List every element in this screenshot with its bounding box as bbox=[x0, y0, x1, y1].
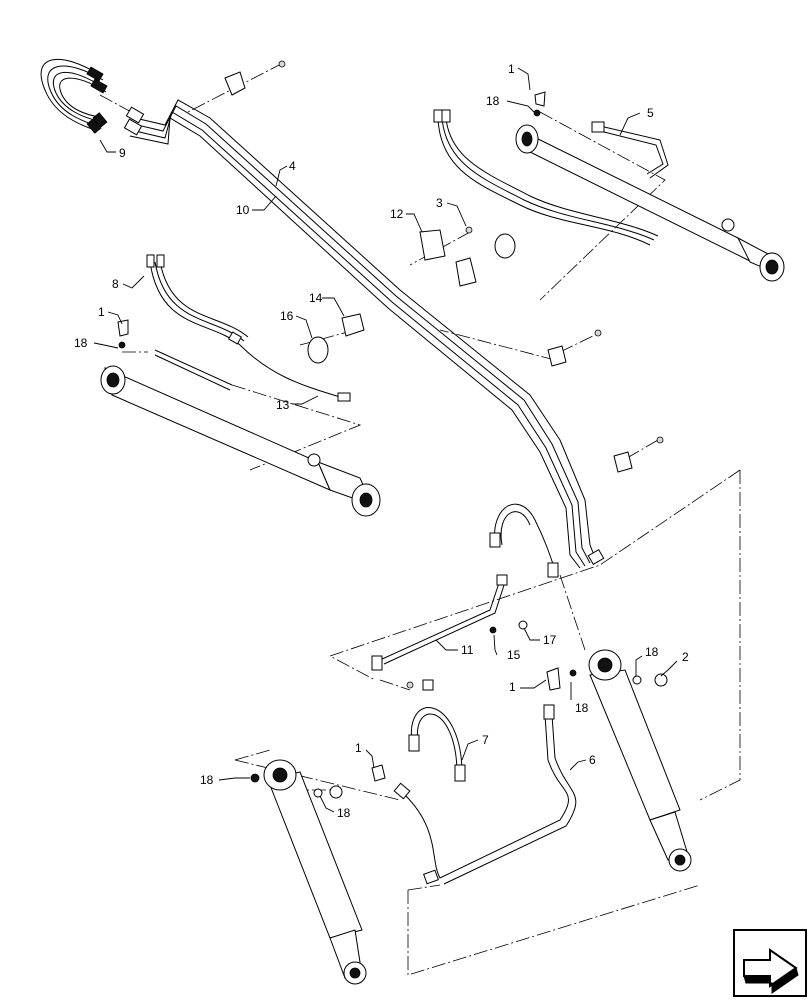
tube-clips bbox=[224, 60, 664, 473]
cylinder-lower-left bbox=[250, 759, 386, 985]
callout-18b: 18 bbox=[74, 336, 88, 350]
hose-pair-9 bbox=[40, 59, 108, 134]
clamp-12 bbox=[419, 226, 516, 287]
callout-18c: 18 bbox=[645, 645, 659, 659]
callout-16: 16 bbox=[280, 309, 294, 323]
callout-1c: 1 bbox=[509, 680, 516, 694]
callout-18e: 18 bbox=[200, 773, 214, 787]
callout-2: 2 bbox=[682, 650, 689, 664]
callout-5: 5 bbox=[647, 106, 654, 120]
hoses-8-13 bbox=[146, 254, 351, 402]
callout-8: 8 bbox=[112, 277, 119, 291]
callout-labels: 1 18 5 9 4 10 12 3 8 14 16 1 18 13 11 15… bbox=[74, 62, 689, 820]
callout-11: 11 bbox=[461, 643, 474, 657]
callout-1b: 1 bbox=[98, 305, 105, 319]
steel-tube-4-10 bbox=[123, 99, 605, 569]
cylinder-top-right bbox=[515, 91, 785, 282]
callout-18f: 18 bbox=[337, 806, 351, 820]
callout-3: 3 bbox=[436, 196, 443, 210]
next-page-arrow-icon[interactable] bbox=[733, 929, 807, 997]
callout-18a: 18 bbox=[486, 94, 500, 108]
hoses-top-right bbox=[433, 109, 659, 246]
assembly-lines bbox=[99, 62, 741, 976]
clamp-16-clip-14 bbox=[307, 313, 365, 364]
tube-5 bbox=[591, 121, 669, 179]
cylinder-lower-right bbox=[588, 649, 692, 872]
callout-18d: 18 bbox=[575, 701, 589, 715]
callout-9: 9 bbox=[119, 146, 126, 160]
callout-17: 17 bbox=[543, 633, 557, 647]
cylinder-mid-left bbox=[100, 319, 381, 517]
hose-6 bbox=[393, 667, 577, 885]
callout-12: 12 bbox=[390, 207, 404, 221]
callout-4: 4 bbox=[289, 159, 296, 173]
callout-15: 15 bbox=[507, 648, 521, 662]
leader-lines bbox=[93, 67, 678, 813]
callout-14: 14 bbox=[309, 291, 323, 305]
callout-10: 10 bbox=[236, 203, 250, 217]
callout-1a: 1 bbox=[508, 62, 515, 76]
callout-1d: 1 bbox=[355, 741, 362, 755]
callout-7: 7 bbox=[482, 733, 489, 747]
callout-6: 6 bbox=[589, 753, 596, 767]
hose-lower-center bbox=[371, 503, 559, 691]
callout-13: 13 bbox=[276, 398, 290, 412]
hose-7 bbox=[408, 707, 466, 782]
